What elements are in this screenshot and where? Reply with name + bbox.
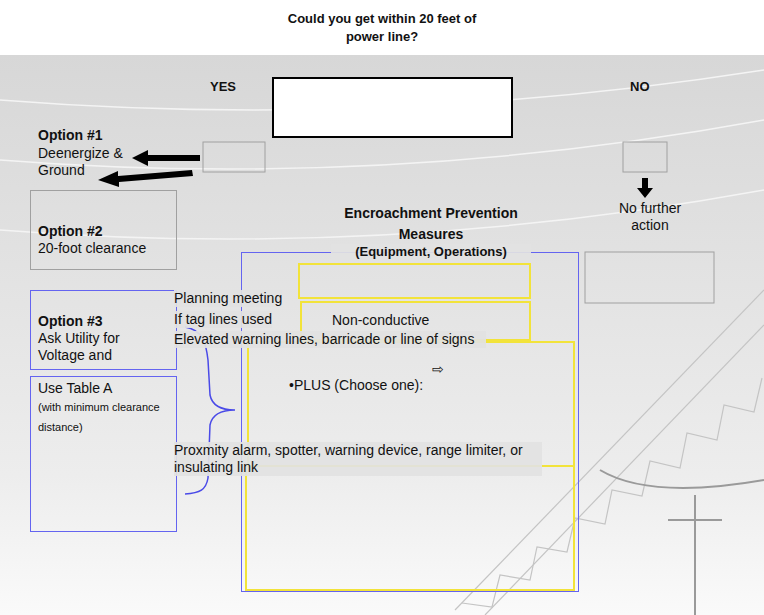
box-text: (Equipment, Operations) — [331, 244, 531, 260]
note-label: YES — [210, 78, 236, 95]
box-heading: Use Table A — [38, 380, 170, 397]
note-label: Proxmity alarm, spotter, warning device,… — [174, 442, 542, 476]
note-label: NO — [630, 78, 650, 95]
option-box: Option #220-foot clearance — [30, 190, 177, 270]
option-box: Encroachment Prevention Measures(Equipme… — [241, 252, 579, 592]
box-heading: ⇨ — [432, 361, 444, 378]
diagram-title: Could you get within 20 feet of power li… — [282, 10, 482, 46]
decision-box — [273, 78, 512, 137]
note-label: Planning meeting — [174, 290, 282, 307]
box-text: •PLUS (Choose one): — [289, 377, 423, 394]
box-heading: Option #3 — [38, 313, 170, 330]
note-label: Option #1 — [38, 127, 103, 144]
note-label: Deenergize & Ground — [38, 145, 158, 179]
box-heading: Non-conductive — [332, 312, 429, 329]
box-heading: Encroachment Prevention Measures — [331, 203, 531, 245]
box-text: (with minimum clearance distance) — [38, 397, 170, 437]
no-box — [623, 142, 667, 172]
gradient-ground — [0, 55, 764, 615]
utility-pole — [600, 470, 764, 615]
option-box: Option #3Ask Utility for Voltage and — [30, 290, 177, 370]
empty-box — [585, 252, 714, 303]
box-heading: Option #2 — [38, 223, 170, 240]
option-box: Use Table A(with minimum clearance dista… — [30, 376, 177, 532]
note-label: No further action — [600, 200, 700, 234]
note-label: If tag lines used — [174, 311, 272, 328]
black-arrow — [98, 150, 653, 198]
note-label: Elevated warning lines, barricade or lin… — [174, 331, 486, 348]
yes-box — [203, 142, 265, 172]
box-text: Ask Utility for Voltage and — [38, 330, 170, 364]
box-text: 20-foot clearance — [38, 240, 170, 257]
empty-yellow-box — [299, 264, 530, 298]
empty-yellow-box — [246, 466, 574, 590]
